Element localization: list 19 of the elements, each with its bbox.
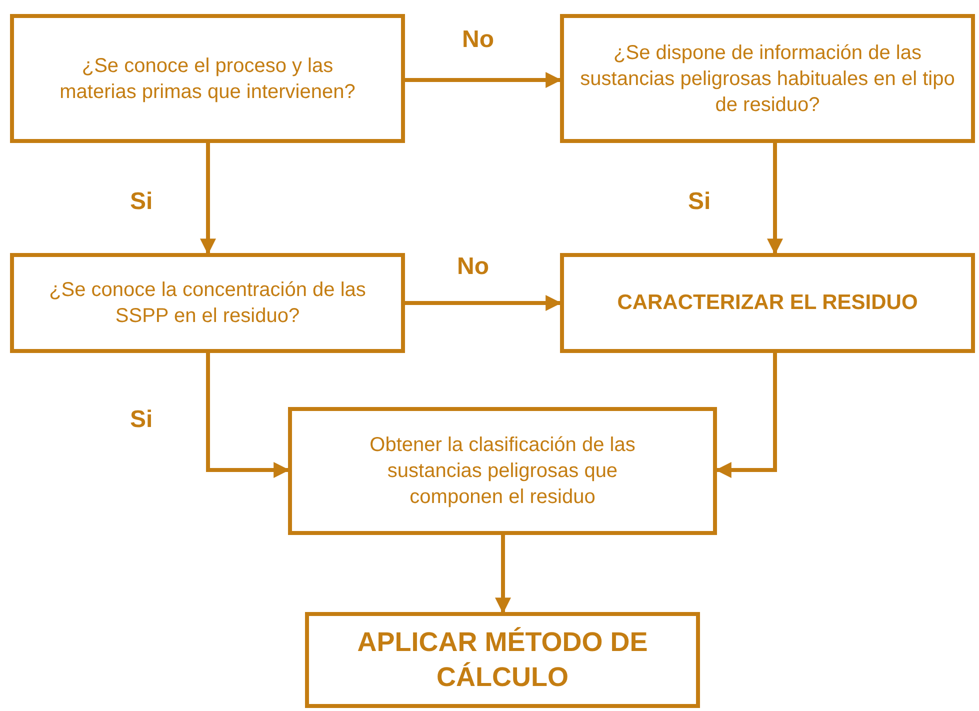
box-text: ¿Se dispone de información de las sustancias peligrosas habituales en el tipo de residuo?	[579, 40, 956, 118]
process-box	[560, 14, 975, 143]
process-box	[305, 612, 700, 708]
arrow	[715, 353, 777, 478]
arrow	[405, 72, 562, 88]
arrow	[767, 143, 783, 255]
box-text: APLICAR MÉTODO DE CÁLCULO	[356, 626, 649, 694]
process-box	[10, 253, 405, 353]
arrow	[405, 295, 562, 311]
process-box	[10, 14, 405, 143]
process-box	[560, 253, 975, 353]
box-text: ¿Se conoce la concentración de las SSPP en el residuo?	[48, 278, 367, 329]
box-text: ¿Se conoce el proceso y las materias primas que intervienen?	[58, 54, 356, 104]
box-text: CARACTERIZAR EL RESIDUO	[617, 290, 918, 316]
arrow	[206, 353, 290, 478]
process-box	[288, 407, 717, 535]
box-text: Obtener la clasificación de las sustancias peligrosas que componen el residuo	[368, 433, 636, 510]
arrow	[200, 143, 216, 255]
arrow	[495, 535, 511, 614]
